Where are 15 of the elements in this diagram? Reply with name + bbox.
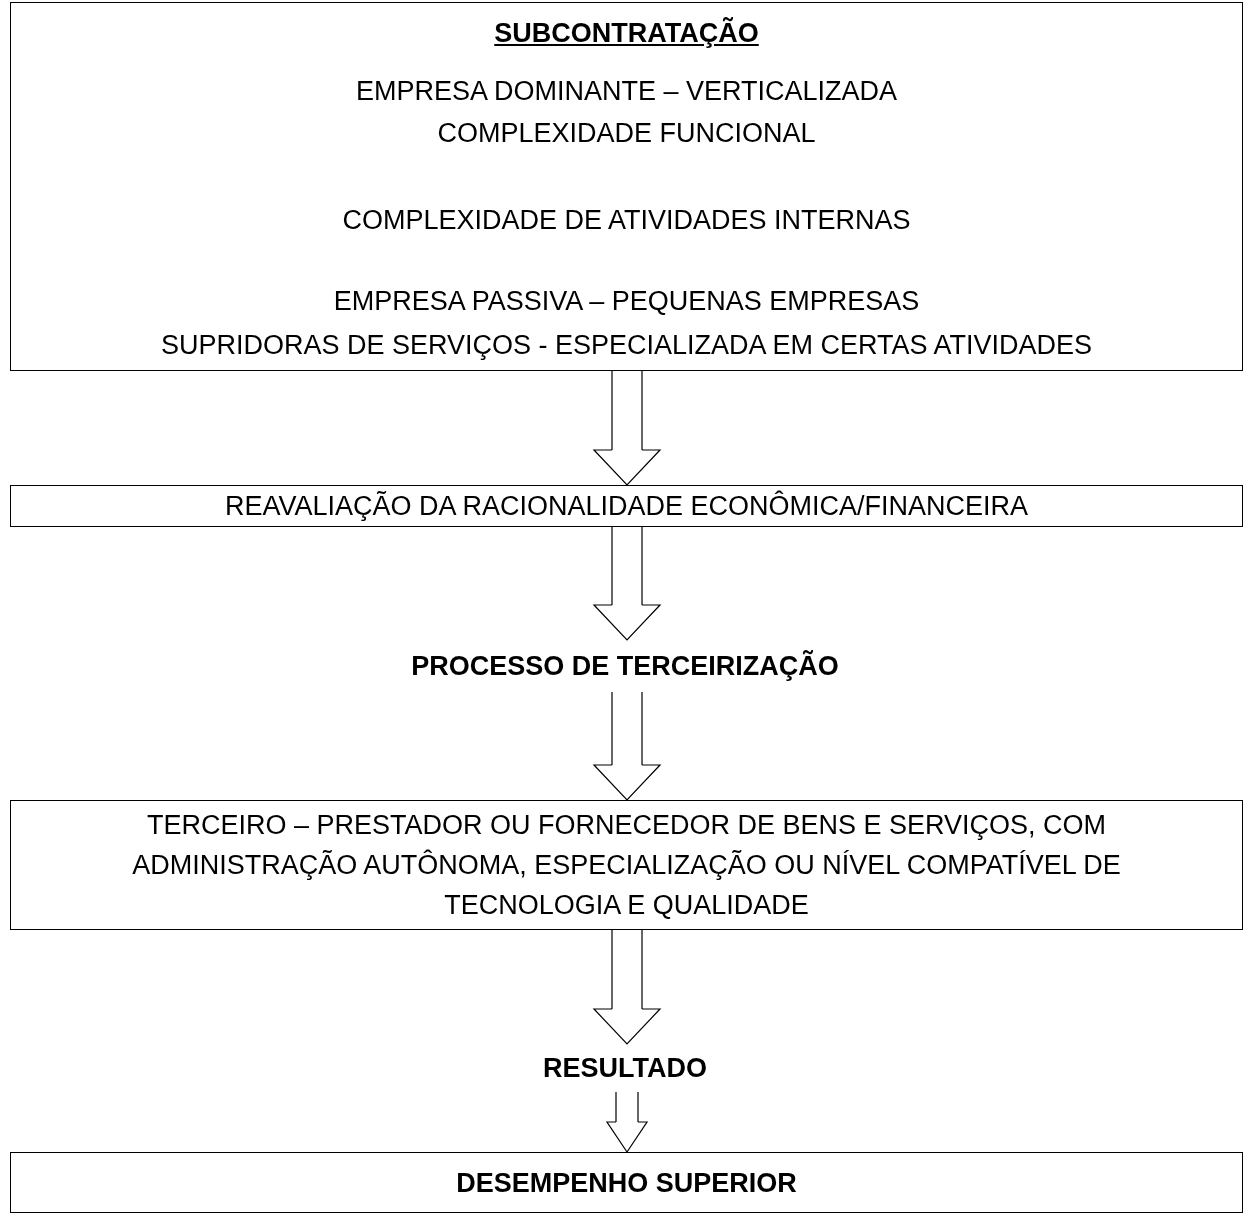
box-text: TERCEIRO – PRESTADOR OU FORNECEDOR DE BENS E SERVIÇOS, COM ADMINISTRAÇÃO AUTÔNOMA, ESPECIALIZAÇÃO OU NÍVEL COMPATÍVEL DE TECNOLOGIA E QUALIDADE — [131, 809, 1122, 922]
box-text: COMPLEXIDADE DE ATIVIDADES INTERNAS — [341, 204, 912, 237]
box-text: COMPLEXIDADE FUNCIONAL — [436, 117, 817, 150]
box-text: REAVALIAÇÃO DA RACIONALIDADE ECONÔMICA/FINANCEIRA — [224, 489, 1029, 523]
process-box — [10, 800, 1243, 930]
box-text: DESEMPENHO SUPERIOR — [456, 1166, 797, 1200]
process-box — [10, 485, 1243, 527]
stage-heading: RESULTADO — [543, 1052, 707, 1085]
box-text: SUBCONTRATAÇÃO — [493, 16, 760, 50]
process-box — [10, 2, 1243, 371]
box-text: SUPRIDORAS DE SERVIÇOS - ESPECIALIZADA EM CERTAS ATIVIDADES — [159, 329, 1094, 362]
stage-heading: PROCESSO DE TERCEIRIZAÇÃO — [411, 649, 839, 683]
process-box — [10, 1152, 1243, 1213]
box-text: EMPRESA DOMINANTE – VERTICALIZADA — [354, 75, 899, 108]
box-text: EMPRESA PASSIVA – PEQUENAS EMPRESAS — [332, 285, 921, 318]
